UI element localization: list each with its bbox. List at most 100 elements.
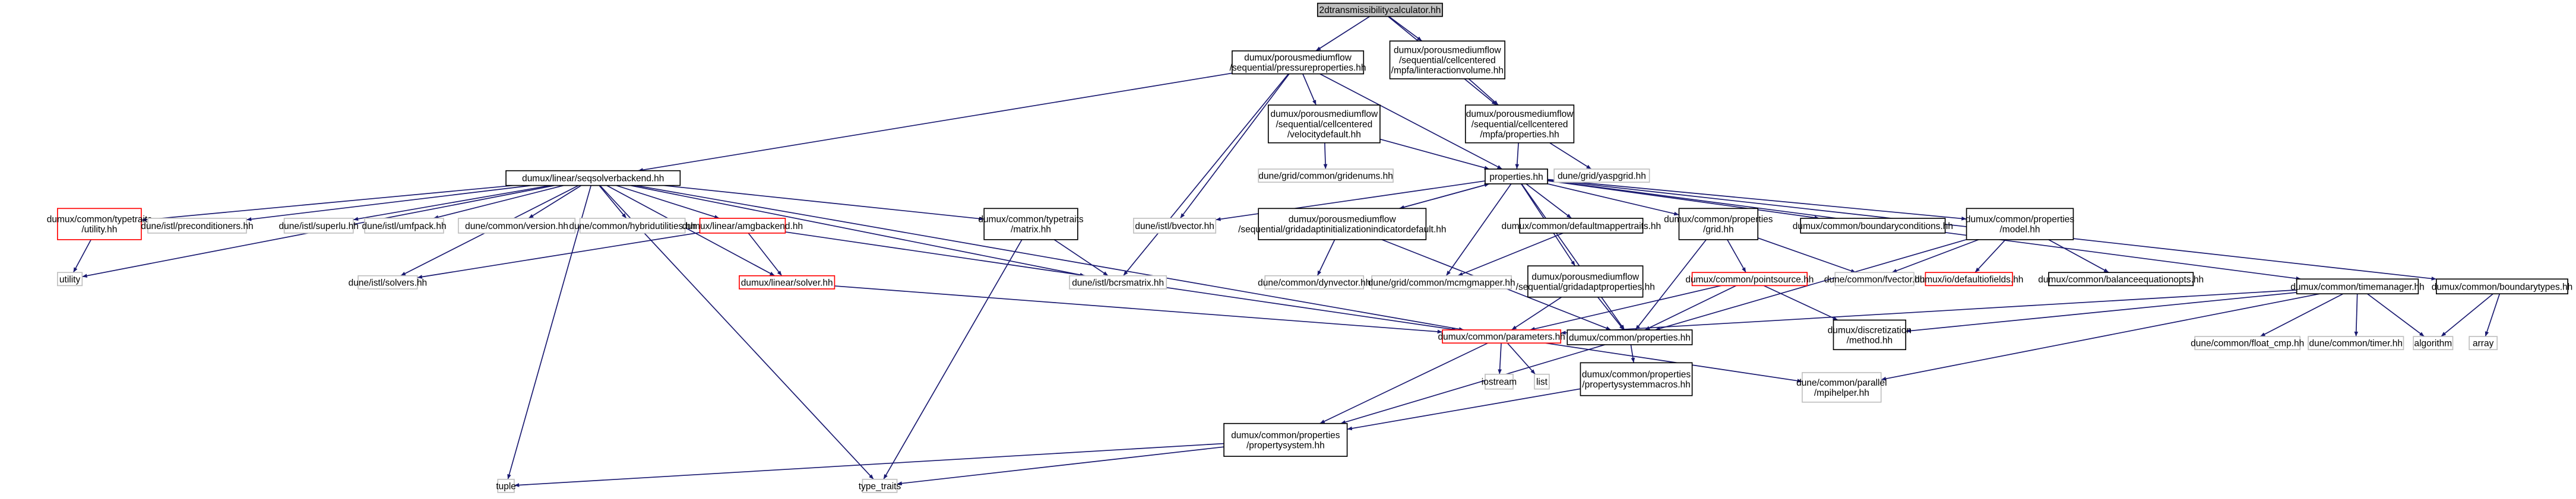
node-algorithm[interactable]: algorithm — [2413, 336, 2454, 351]
edge-gridadaptprops-to-parameters — [1511, 297, 1562, 330]
node-pointsource[interactable]: dumux/common/pointsource.hh — [1685, 272, 1814, 287]
node-box — [57, 208, 142, 240]
node-label: /sequential/pressureproperties.hh — [1230, 63, 1366, 73]
edge-seqsolver-to-ttutility — [141, 185, 514, 222]
node-mcmg[interactable]: dune/grid/common/mcmgmapper.hh — [1368, 275, 1515, 290]
node-root[interactable]: 2dtransmissibilitycalculator.hh — [1317, 2, 1443, 17]
node-bconditions[interactable]: dumux/common/boundaryconditions.hh — [1793, 218, 1953, 234]
node-label: /method.hh — [1847, 335, 1893, 345]
node-umfpack[interactable]: dune/istl/umfpack.hh — [362, 218, 447, 234]
edge-psmacros-to-propsystem — [1347, 388, 1581, 431]
node-label: dumux/common/defaultmappertraits.hh — [1502, 221, 1662, 231]
node-ttutility[interactable]: dumux/common/typetraits/utility.hh — [47, 208, 153, 240]
node-mpfaprops[interactable]: dumux/porousmediumflow/sequential/cellce… — [1464, 104, 1575, 144]
node-tuple[interactable]: tuple — [496, 478, 516, 493]
node-gridadaptprops[interactable]: dumux/porousmediumflow/sequential/gridad… — [1516, 265, 1655, 298]
edge-parameters-to-list — [1507, 342, 1536, 375]
edge-timemanager-to-method — [1906, 292, 2297, 333]
node-label: dune/istl/solvers.hh — [349, 278, 428, 288]
node-iostream[interactable]: iostream — [1482, 373, 1517, 390]
node-box — [739, 275, 836, 290]
node-list[interactable]: list — [1534, 373, 1550, 390]
node-propsystem[interactable]: dumux/common/properties/propertysystem.h… — [1223, 422, 1348, 457]
edge-mpfaprops-to-properties — [1515, 142, 1520, 169]
node-label: dumux/common/properties — [1966, 215, 2075, 225]
nodes-layer: 2dtransmissibilitycalculator.hh dumux/por… — [47, 2, 2573, 493]
node-box — [862, 478, 898, 493]
node-box — [1389, 40, 1506, 80]
node-array[interactable]: array — [2469, 336, 2498, 351]
edge-ttutility-to-utility — [72, 239, 91, 273]
node-box — [1678, 208, 1759, 240]
node-timemanager[interactable]: dumux/common/timemanager.hh — [2290, 278, 2425, 295]
node-superlu[interactable]: dune/istl/superlu.hh — [279, 218, 359, 234]
edge-amg-to-solver — [748, 233, 783, 276]
node-interactionvolume[interactable]: dumux/porousmediumflow/sequential/cellce… — [1389, 40, 1506, 80]
node-method[interactable]: dumux/discretization/method.hh — [1828, 319, 1912, 351]
edges-layer — [72, 15, 2501, 487]
node-preconditioners[interactable]: dune/istl/preconditioners.hh — [141, 218, 254, 234]
edge-gridadaptinit-to-dynvector — [1317, 239, 1336, 276]
edge-pressureprops-to-properties — [1319, 73, 1503, 170]
edge-timemanager-to-mpihelper — [1881, 293, 2320, 381]
node-btypes[interactable]: dumux/common/boundarytypes.hh — [2432, 278, 2573, 295]
node-balance[interactable]: dumux/common/balanceequationopts.hh — [2038, 272, 2204, 287]
edge-pointsource-to-parameters — [1530, 285, 1721, 331]
edge-cprops-to-psmacros — [1630, 344, 1635, 363]
node-box — [1925, 272, 2013, 287]
node-cprops[interactable]: dumux/common/properties.hh — [1567, 329, 1693, 345]
node-amg[interactable]: dumux/linear/amgbackend.hh — [682, 218, 803, 234]
node-dynvector[interactable]: dune/common/dynvector.hh — [1258, 275, 1371, 290]
node-mpihelper[interactable]: dune/common/parallel/mpihelper.hh — [1796, 372, 1887, 403]
node-solvers[interactable]: dune/istl/solvers.hh — [349, 275, 428, 290]
node-grid[interactable]: dumux/common/properties/grid.hh — [1664, 208, 1773, 240]
edge-seqsolver-to-tuple — [507, 185, 592, 480]
node-bcrs[interactable]: dune/istl/bcrsmatrix.hh — [1069, 275, 1167, 290]
node-defaultmapper[interactable]: dumux/common/defaultmappertraits.hh — [1502, 218, 1662, 234]
node-label: dumux/io/defaultiofields.hh — [1914, 275, 2023, 285]
node-matrix[interactable]: dumux/common/typetraits/matrix.hh — [978, 208, 1084, 240]
node-properties[interactable]: properties.hh — [1485, 169, 1548, 185]
node-box — [983, 208, 1078, 240]
node-label: /sequential/cellcentered — [1471, 119, 1568, 129]
node-iofields[interactable]: dumux/io/defaultiofields.hh — [1914, 272, 2023, 287]
edge-velocitydefault-to-properties — [1379, 138, 1490, 170]
node-pressureprops[interactable]: dumux/porousmediumflow/sequential/pressu… — [1230, 50, 1366, 75]
edge-timemanager-to-algorithm — [2367, 293, 2425, 337]
node-version[interactable]: dune/common/version.hh — [458, 218, 576, 234]
edge-seqsolver-to-matrix — [663, 185, 985, 221]
node-box — [2296, 278, 2419, 295]
node-box — [1534, 373, 1550, 390]
node-bvector[interactable]: dune/istl/bvector.hh — [1133, 218, 1217, 234]
node-yaspgrid[interactable]: dune/grid/yaspgrid.hh — [1553, 169, 1650, 183]
node-hybrid[interactable]: dune/common/hybridutilities.hh — [569, 218, 696, 234]
node-psmacros[interactable]: dumux/common/properties/propertysystemma… — [1580, 362, 1693, 396]
node-model[interactable]: dumux/common/properties/model.hh — [1966, 208, 2075, 240]
node-box — [1485, 169, 1548, 185]
node-gridenums[interactable]: dune/grid/common/gridenums.hh — [1258, 169, 1394, 183]
node-label: dumux/linear/amgbackend.hh — [682, 221, 803, 231]
node-label: dumux/common/balanceequationopts.hh — [2038, 275, 2204, 285]
node-gridadaptinit[interactable]: dumux/porousmediumflow/sequential/gridad… — [1238, 208, 1446, 240]
edge-propsystem-to-tuple — [514, 443, 1224, 487]
node-typetraits[interactable]: type_traits — [859, 478, 901, 493]
node-floatcmp[interactable]: dune/common/float_cmp.hh — [2191, 336, 2304, 351]
node-utility[interactable]: utility — [57, 272, 83, 287]
node-fvector[interactable]: dune/common/fvector.hh — [1824, 272, 1925, 287]
node-solver[interactable]: dumux/linear/solver.hh — [739, 275, 836, 290]
edge-model-to-iofields — [1974, 239, 2006, 273]
node-label: dumux/linear/seqsolverbackend.hh — [522, 174, 664, 184]
node-box — [1264, 275, 1365, 290]
edge-grid-to-pointsource — [1727, 239, 1746, 273]
node-box — [1691, 272, 1808, 287]
node-box — [505, 170, 681, 186]
node-timer[interactable]: dune/common/timer.hh — [2308, 336, 2404, 351]
edge-pointsource-to-cprops — [1644, 285, 1737, 330]
edge-seqsolver-to-superlu — [353, 185, 551, 221]
node-label: tuple — [496, 481, 516, 491]
node-parameters[interactable]: dumux/common/parameters.hh — [1438, 329, 1565, 344]
node-velocitydefault[interactable]: dumux/porousmediumflow/sequential/cellce… — [1267, 104, 1381, 144]
node-seqsolver[interactable]: dumux/linear/seqsolverbackend.hh — [505, 170, 681, 186]
node-box — [364, 218, 444, 234]
node-label: dumux/porousmediumflow — [1394, 45, 1502, 55]
